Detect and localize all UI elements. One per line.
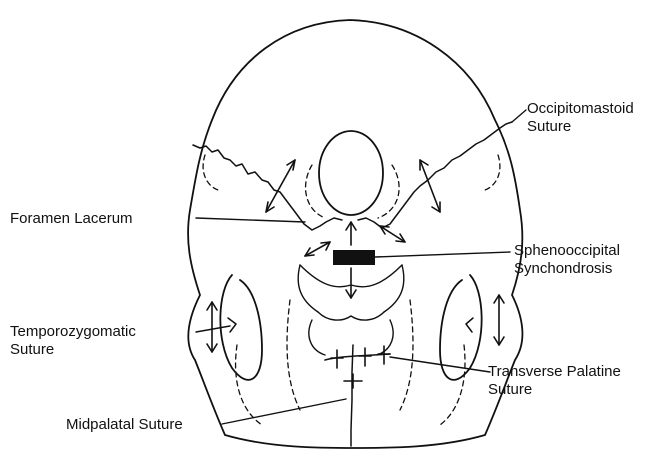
- occipitomastoid-label-1: Occipitomastoid: [527, 100, 634, 118]
- transverse-palatine-label-2: Suture: [488, 381, 532, 399]
- midpalatal-tick: [344, 374, 362, 388]
- occipitomastoid-suture-line: [193, 122, 512, 230]
- palate-edge-right: [377, 320, 393, 355]
- skull-outline: [188, 20, 522, 448]
- transverse-palatine-label-1: Transverse Palatine: [488, 363, 621, 381]
- temporozygomatic-label-2: Suture: [10, 341, 54, 359]
- temporozygomatic-label-1: Temporozygomatic: [10, 323, 136, 341]
- sphenooccipital-label-2: Synchondrosis: [514, 260, 612, 278]
- palate-contour: [318, 312, 384, 320]
- foramen-magnum: [319, 131, 383, 215]
- sphenooccipital-label-1: Sphenooccipital: [514, 242, 620, 260]
- right-temporozygomatic-mark: [466, 318, 473, 332]
- right-zygomatic-arch: [440, 275, 482, 380]
- sphenooccipital-block: [333, 250, 375, 265]
- left-temporozygomatic-mark: [228, 318, 236, 332]
- foramen-lacerum-label: Foramen Lacerum: [10, 210, 133, 228]
- palate-edge-left: [309, 320, 325, 355]
- leader-lines: [196, 110, 526, 424]
- transverse-palatine-line: [325, 354, 390, 360]
- midpalatal-line: [351, 345, 353, 446]
- occipitomastoid-label-2: Suture: [527, 118, 571, 136]
- left-zygomatic-arch: [220, 275, 262, 380]
- midpalatal-label: Midpalatal Suture: [66, 416, 183, 434]
